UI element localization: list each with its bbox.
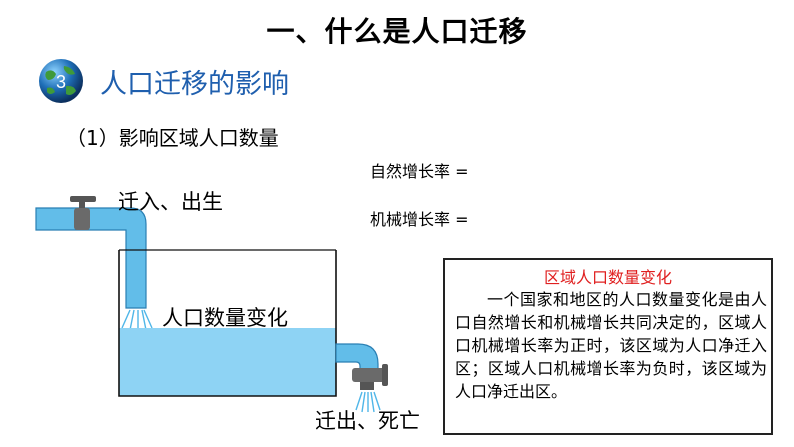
- section-title: 人口迁移的影响: [100, 69, 289, 100]
- info-box-title: 区域人口数量变化: [543, 268, 672, 287]
- info-box: 区域人口数量变化 一个国家和地区的人口数量变化是由人口自然增长和机械增长共同决定…: [443, 258, 773, 435]
- page-title: 一、什么是人口迁移: [266, 15, 528, 48]
- inflow-water-stream: [121, 309, 153, 331]
- tank-label: 人口数量变化: [162, 306, 288, 330]
- inflow-pipe: [35, 207, 147, 309]
- inflow-label: 迁入、出生: [118, 190, 223, 214]
- tank-wall: [118, 250, 337, 397]
- sub-heading: （1）影响区域人口数量: [66, 126, 279, 150]
- section-number: 3: [56, 72, 66, 92]
- inflow-faucet-icon: [70, 196, 96, 230]
- natural-growth-formula: 自然增长率 =: [370, 162, 469, 181]
- mechanical-growth-formula: 机械增长率 =: [370, 210, 469, 229]
- outflow-faucet-icon: [352, 364, 388, 390]
- outflow-water-stream: [355, 391, 381, 413]
- tank-water: [119, 328, 336, 396]
- outflow-label: 迁出、死亡: [315, 409, 420, 433]
- outflow-pipe: [335, 343, 379, 373]
- globe-icon: 3: [39, 59, 83, 103]
- info-box-body: 一个国家和地区的人口数量变化是由人口自然增长和机械增长共同决定的，区域人口机械增…: [455, 290, 767, 401]
